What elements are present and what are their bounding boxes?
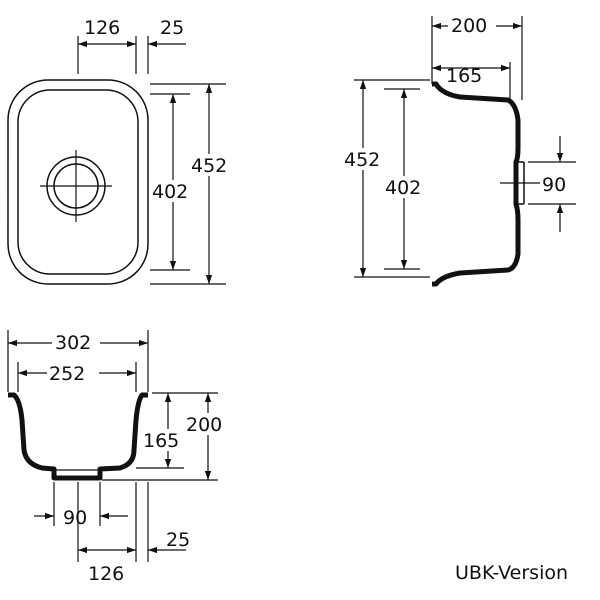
dim-top-width-inner: 402 bbox=[152, 181, 188, 203]
drain-symbol bbox=[40, 150, 112, 222]
dim-side-drain: 90 bbox=[542, 174, 566, 196]
sink-front-profile bbox=[8, 392, 148, 481]
dim-side-depth-outer: 200 bbox=[451, 15, 487, 37]
side-view: 200 165 452 402 90 bbox=[342, 14, 576, 287]
dim-top-width-outer: 452 bbox=[191, 155, 227, 177]
version-caption: UBK-Version bbox=[455, 562, 568, 584]
top-view: 126 25 402 452 bbox=[7, 17, 232, 285]
dim-front-drain: 90 bbox=[63, 507, 87, 529]
dim-side-depth-inner: 165 bbox=[446, 65, 482, 87]
dim-side-length-outer: 452 bbox=[344, 149, 380, 171]
dim-top-offset-drain: 126 bbox=[84, 17, 120, 39]
front-view: 302 252 165 200 90 126 25 bbox=[7, 330, 228, 585]
sink-rim-outline bbox=[7, 79, 149, 285]
dim-front-width-inner: 252 bbox=[49, 363, 85, 385]
dim-front-offset-edge: 25 bbox=[166, 529, 190, 551]
dim-side-length-inner: 402 bbox=[385, 177, 421, 199]
dim-front-depth-outer: 200 bbox=[186, 414, 222, 436]
dim-front-depth-inner: 165 bbox=[143, 430, 179, 452]
dim-front-width-outer: 302 bbox=[55, 332, 91, 354]
dim-top-offset-edge: 25 bbox=[160, 17, 184, 39]
dim-front-offset-drain: 126 bbox=[88, 563, 124, 585]
sink-section-profile bbox=[432, 81, 521, 287]
sink-bowl-outline bbox=[17, 89, 139, 275]
